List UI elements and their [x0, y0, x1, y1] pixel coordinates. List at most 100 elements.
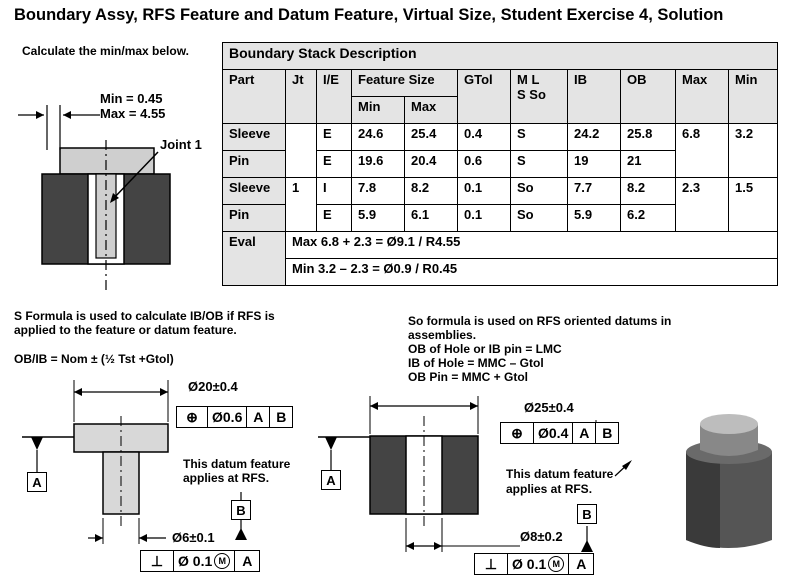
fcf-tolerance-cell: Ø 0.1 M	[174, 551, 236, 571]
header-ml: M L S So	[510, 69, 568, 124]
pin-datum-note-line1: This datum feature	[183, 457, 291, 471]
sleeve-dim-bottom: Ø8±0.2	[520, 529, 563, 544]
cell-group-max: 6.8	[675, 123, 729, 178]
pin-dim-top: Ø20±0.4	[188, 379, 238, 394]
cell-modifier: S	[510, 123, 568, 151]
header-ib: IB	[567, 69, 621, 124]
cell-min: 19.6	[351, 150, 405, 178]
cell-min: 7.8	[351, 177, 405, 205]
boundary-stack-table: Boundary Stack Description Part Jt I/E F…	[222, 42, 778, 286]
sleeve-position-fcf: ⊕ Ø0.4 A B	[500, 422, 620, 444]
fcf-tolerance: Ø 0.1	[178, 553, 213, 569]
cell-modifier: S	[510, 150, 568, 178]
cell-ie: E	[316, 204, 352, 232]
cell-max: 20.4	[404, 150, 458, 178]
cell-ib: 24.2	[567, 123, 621, 151]
table-caption: Boundary Stack Description	[222, 42, 778, 70]
mmc-modifier-icon: M	[214, 553, 231, 569]
sleeve-datum-a-box: A	[321, 470, 341, 490]
cell-jt	[285, 123, 317, 178]
s-formula-line1: S Formula is used to calculate IB/OB if …	[14, 309, 275, 323]
ob-ib-formula: OB/IB = Nom ± (½ Tst +Gtol)	[14, 352, 174, 366]
cell-jt: 1	[285, 177, 317, 232]
cell-ob: 21	[620, 150, 676, 178]
sleeve-dim-top: Ø25±0.4	[524, 400, 574, 415]
fcf-tolerance: Ø0.4	[534, 423, 574, 443]
cell-ob: 6.2	[620, 204, 676, 232]
fcf-datum-b: B	[602, 425, 613, 441]
calc-label: Calculate the min/max below.	[22, 44, 189, 58]
fcf-tolerance-cell: Ø 0.1 M	[508, 554, 570, 574]
header-jt: Jt	[285, 69, 317, 124]
position-symbol-icon: ⊕	[177, 407, 208, 427]
so-formula-line1: So formula is used on RFS oriented datum…	[408, 314, 672, 328]
header-ob: OB	[620, 69, 676, 124]
cell-max: 8.2	[404, 177, 458, 205]
cell-gtol: 0.4	[457, 123, 511, 151]
fcf-datum-b: B	[276, 409, 287, 425]
fcf-datum-a: A	[242, 553, 253, 569]
datum-triangle-icon	[325, 437, 337, 450]
header-min: Min	[728, 69, 778, 124]
mmc-modifier-icon: M	[548, 556, 565, 572]
sleeve-perpendicularity-fcf: ⊥ Ø 0.1 M A	[474, 553, 595, 575]
pin-datum-b-box: B	[231, 500, 251, 520]
sleeve-datum-b-box: B	[577, 504, 597, 524]
cell-part: Sleeve	[222, 123, 286, 151]
cell-max: 6.1	[404, 204, 458, 232]
fcf-datum-a: A	[573, 423, 597, 443]
cell-ob: 25.8	[620, 123, 676, 151]
fcf-tolerance: Ø 0.1	[512, 556, 547, 572]
sleeve-datum-note-line1: This datum feature	[506, 467, 614, 481]
pin-datum-a-box: A	[27, 472, 47, 492]
header-ml-line1: M L	[517, 72, 540, 87]
cell-part: Sleeve	[222, 177, 286, 205]
cell-max: 25.4	[404, 123, 458, 151]
cell-modifier: So	[510, 177, 568, 205]
header-gtol: GTol	[457, 69, 511, 124]
header-ie: I/E	[316, 69, 352, 124]
cell-ie: I	[316, 177, 352, 205]
cell-group-min: 3.2	[728, 123, 778, 178]
so-formula-line3: OB of Hole or IB pin = LMC	[408, 342, 562, 356]
part-3d-image	[686, 414, 772, 548]
header-max: Max	[675, 69, 729, 124]
cell-ie: E	[316, 150, 352, 178]
cell-group-min: 1.5	[728, 177, 778, 232]
header-sso-line2: S So	[517, 87, 546, 102]
s-formula-line2: applied to the feature or datum feature.	[14, 323, 237, 337]
cell-gtol: 0.1	[457, 177, 511, 205]
cell-modifier: So	[510, 204, 568, 232]
pin-perpendicularity-fcf: ⊥ Ø 0.1 M A	[140, 550, 261, 572]
sleeve-datum-note-line2: applies at RFS.	[506, 482, 593, 496]
perpendicularity-symbol-icon: ⊥	[141, 551, 174, 571]
perpendicularity-symbol-icon: ⊥	[475, 554, 508, 574]
cell-gtol: 0.6	[457, 150, 511, 178]
datum-triangle-icon	[31, 437, 43, 450]
eval-label: Eval	[222, 231, 286, 286]
header-fs-max: Max	[404, 96, 458, 124]
pin-drawing	[22, 380, 247, 544]
position-symbol-icon: ⊕	[501, 423, 534, 443]
header-feature-size: Feature Size	[351, 69, 458, 97]
sleeve-drawing	[318, 396, 632, 552]
cell-min: 24.6	[351, 123, 405, 151]
fcf-datum-a: A	[576, 556, 587, 572]
table-row: Sleeve E 24.6 25.4 0.4 S 24.2 25.8 6.8 3…	[222, 123, 778, 178]
so-formula-line2: assemblies.	[408, 328, 477, 342]
fcf-datum-a: A	[247, 407, 271, 427]
cell-part: Pin	[222, 150, 286, 178]
assembly-drawing	[18, 105, 171, 290]
cell-group-max: 2.3	[675, 177, 729, 232]
cell-ib: 19	[567, 150, 621, 178]
cell-min: 5.9	[351, 204, 405, 232]
cell-gtol: 0.1	[457, 204, 511, 232]
cell-ib: 5.9	[567, 204, 621, 232]
pin-dim-bottom: Ø6±0.1	[172, 530, 215, 545]
page-title: Boundary Assy, RFS Feature and Datum Fea…	[14, 6, 724, 24]
min-label: Min = 0.45	[100, 91, 163, 106]
so-formula-line4: IB of Hole = MMC – Gtol	[408, 356, 544, 370]
pin-datum-note-line2: applies at RFS.	[183, 471, 270, 485]
cell-ib: 7.7	[567, 177, 621, 205]
